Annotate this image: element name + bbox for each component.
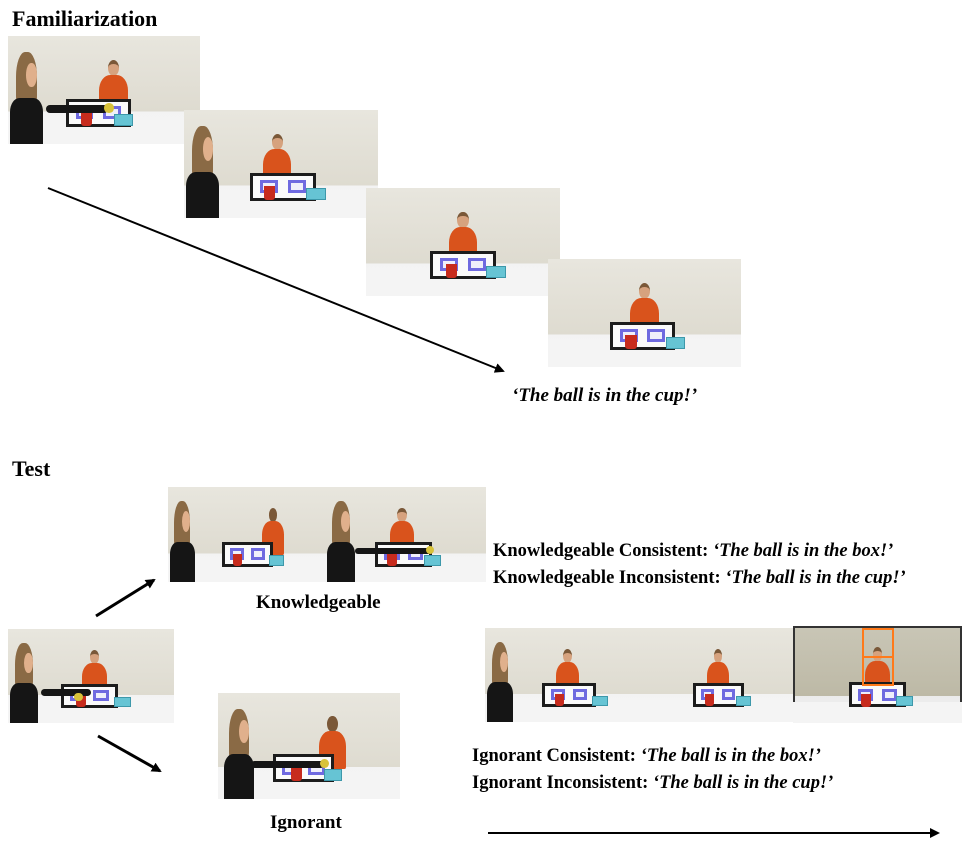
test-start-still xyxy=(8,629,174,723)
test-sequence-still-2 xyxy=(643,628,793,722)
familiarization-heading: Familiarization xyxy=(12,6,158,31)
knowledgeable-consistent-label: Knowledgeable Consistent: xyxy=(493,541,709,561)
familiarization-arrow xyxy=(47,187,505,373)
gaze-region-frame xyxy=(862,627,895,687)
familiarization-still-3 xyxy=(366,188,560,296)
knowledgeable-consistent-text: Knowledgeable Consistent: ‘The ball is i… xyxy=(493,541,893,562)
ignorant-inconsistent-label: Ignorant Inconsistent: xyxy=(472,773,649,793)
knowledgeable-still-2 xyxy=(318,487,486,582)
ignorant-branch-arrow xyxy=(97,734,162,773)
ignorant-label: Ignorant xyxy=(270,812,342,833)
knowledgeable-still-1 xyxy=(168,487,318,582)
familiarization-still-2 xyxy=(184,110,378,218)
ignorant-inconsistent-quote: ‘The ball is in the cup!’ xyxy=(652,773,834,793)
knowledgeable-label: Knowledgeable xyxy=(256,592,381,613)
ignorant-consistent-quote: ‘The ball is in the box!’ xyxy=(640,746,821,766)
familiarization-still-4 xyxy=(548,259,741,367)
test-heading: Test xyxy=(12,456,51,481)
knowledgeable-inconsistent-label: Knowledgeable Inconsistent: xyxy=(493,568,721,588)
ignorant-still xyxy=(218,693,400,799)
ignorant-inconsistent-text: Ignorant Inconsistent: ‘The ball is in t… xyxy=(472,773,833,794)
test-sequence-still-1 xyxy=(485,628,643,722)
ignorant-consistent-label: Ignorant Consistent: xyxy=(472,746,636,766)
test-sequence-still-3 xyxy=(793,626,962,723)
knowledgeable-inconsistent-text: Knowledgeable Inconsistent: ‘The ball is… xyxy=(493,568,906,589)
ignorant-consistent-text: Ignorant Consistent: ‘The ball is in the… xyxy=(472,746,821,767)
knowledgeable-inconsistent-quote: ‘The ball is in the cup!’ xyxy=(725,568,906,588)
familiarization-still-1 xyxy=(8,36,200,144)
familiarization-quote: ‘The ball is in the cup!’ xyxy=(512,385,698,406)
knowledgeable-consistent-quote: ‘The ball is in the box!’ xyxy=(712,541,894,561)
knowledgeable-branch-arrow xyxy=(95,578,156,618)
